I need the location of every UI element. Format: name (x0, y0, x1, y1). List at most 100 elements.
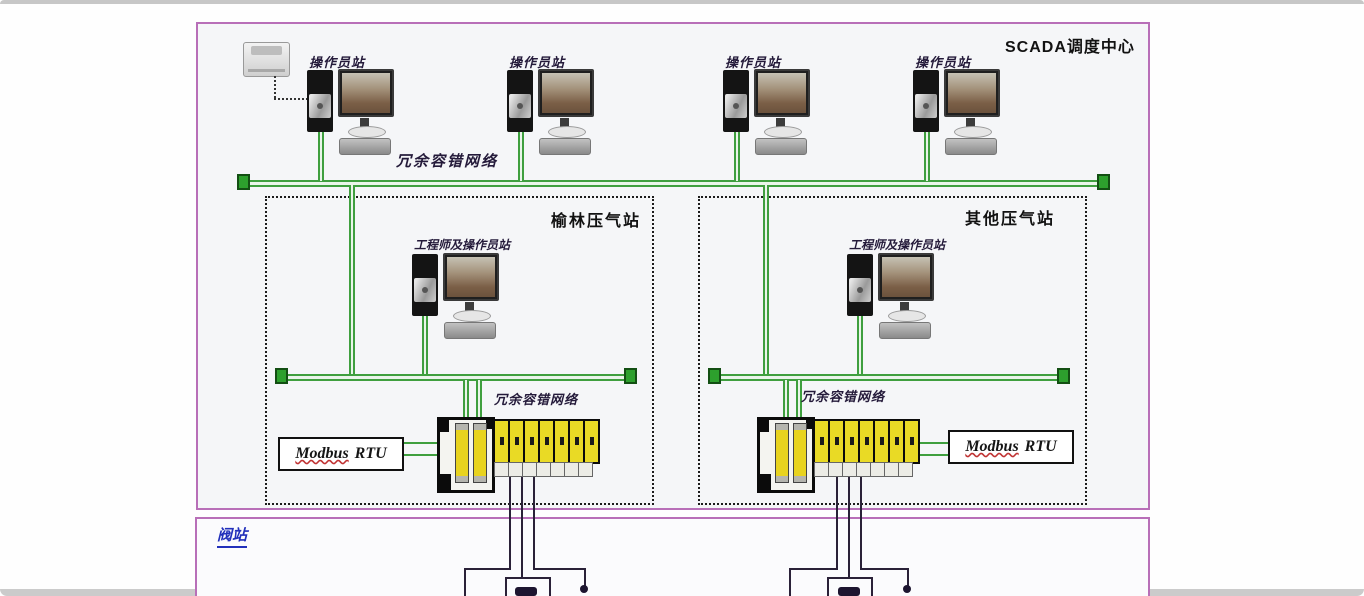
monitor-stand (966, 118, 975, 127)
plc-rack-with-io-modules-icon (757, 417, 920, 495)
field-wire (836, 476, 838, 569)
keyboard-icon (339, 138, 391, 155)
monitor-icon (944, 69, 1000, 117)
network-bus-terminator-icon (624, 368, 637, 384)
station-network-label: 冗余容错网络 (801, 389, 886, 404)
field-wire (505, 577, 551, 579)
field-wire (464, 568, 466, 596)
valve-node-icon (903, 585, 911, 593)
modbus-link (402, 442, 437, 444)
network-bus-terminator-icon (275, 368, 288, 384)
keyboard-icon (444, 322, 496, 339)
plc-cpu-module (775, 423, 789, 483)
monitor-icon (338, 69, 394, 117)
valve-station-section (195, 517, 1150, 596)
computer-tower-icon (847, 254, 873, 316)
workstation-label: 操作员站 (725, 55, 782, 70)
keyboard-icon (539, 138, 591, 155)
valve-node-icon (580, 585, 588, 593)
monitor-stand (360, 118, 369, 127)
field-wire (549, 577, 551, 596)
modbus-link (402, 454, 437, 456)
modbus-rtu-box: Modbus RTU (948, 430, 1074, 464)
station-title-other: 其他压气站 (965, 211, 1056, 228)
plc-rack-with-io-modules-icon (437, 417, 600, 495)
workstation-label: 操作员站 (915, 55, 972, 70)
field-wire (871, 577, 873, 596)
plc-io-modules (493, 419, 600, 464)
valve-device-icon (838, 587, 860, 596)
printer-cable (274, 76, 276, 98)
station-network-label: 冗余容错网络 (494, 392, 579, 407)
workstation-label: 操作员站 (309, 55, 366, 70)
network-drop-line (518, 132, 524, 181)
modbus-label: Modbus (965, 438, 1019, 455)
field-wire (789, 568, 838, 570)
workstation-label: 操作员站 (509, 55, 566, 70)
plc-network-feed (476, 380, 482, 418)
compressor-station-box-other (698, 196, 1087, 505)
plc-network-feed (796, 380, 802, 418)
rtu-label: RTU (354, 445, 387, 462)
plc-network-feed (783, 380, 789, 418)
monitor-icon (878, 253, 934, 301)
monitor-stand (776, 118, 785, 127)
modbus-label: Modbus (295, 445, 349, 462)
computer-tower-icon (412, 254, 438, 316)
plc-cpu-module (793, 423, 807, 483)
field-wire (848, 476, 850, 578)
network-drop-line (318, 132, 324, 181)
modbus-rtu-box: Modbus RTU (278, 437, 404, 471)
field-wire (533, 568, 586, 570)
monitor-base (453, 310, 491, 322)
plc-terminal-blocks (814, 462, 913, 477)
plc-cpu-rack (757, 417, 815, 493)
scada-center-title: SCADA调度中心 (1005, 39, 1135, 56)
station-internal-bus (714, 374, 1066, 381)
keyboard-icon (755, 138, 807, 155)
plc-cpu-rack (437, 417, 495, 493)
field-wire (509, 476, 511, 569)
monitor-screen (882, 257, 930, 297)
monitor-base (348, 126, 386, 138)
network-bus-terminator-icon (708, 368, 721, 384)
field-wire (827, 577, 829, 596)
network-drop-line (924, 132, 930, 181)
operator-workstation: 操作员站 (913, 52, 1013, 156)
monitor-base (764, 126, 802, 138)
field-wire (827, 577, 873, 579)
station-internal-bus (281, 374, 633, 381)
compressor-station-box-yulin (265, 196, 654, 505)
top-network-label: 冗余容错网络 (396, 153, 499, 170)
station-title-yulin: 榆林压气站 (551, 213, 642, 230)
modbus-link (902, 454, 948, 456)
monitor-icon (443, 253, 499, 301)
plc-cpu-module (455, 423, 469, 483)
page-top-edge (0, 0, 1364, 4)
plc-network-feed (463, 380, 469, 418)
valve-station-title: 阀站 (217, 524, 248, 548)
monitor-stand (560, 118, 569, 127)
monitor-screen (948, 73, 996, 113)
plc-terminal-blocks (494, 462, 593, 477)
workstation-label: 工程师及操作员站 (414, 238, 511, 252)
field-wire (860, 568, 909, 570)
printer-cable (274, 98, 308, 100)
monitor-base (888, 310, 926, 322)
modbus-link (902, 442, 948, 444)
valve-device-icon (515, 587, 537, 596)
computer-tower-icon (913, 70, 939, 132)
monitor-icon (754, 69, 810, 117)
computer-tower-icon (307, 70, 333, 132)
operator-workstation: 操作员站 (307, 52, 407, 156)
plc-cpu-module (473, 423, 487, 483)
network-bus-terminator-icon (1057, 368, 1070, 384)
computer-tower-icon (723, 70, 749, 132)
station-feed-line (349, 185, 355, 375)
field-wire (533, 476, 535, 569)
field-wire (464, 568, 511, 570)
keyboard-icon (945, 138, 997, 155)
monitor-screen (542, 73, 590, 113)
monitor-base (954, 126, 992, 138)
